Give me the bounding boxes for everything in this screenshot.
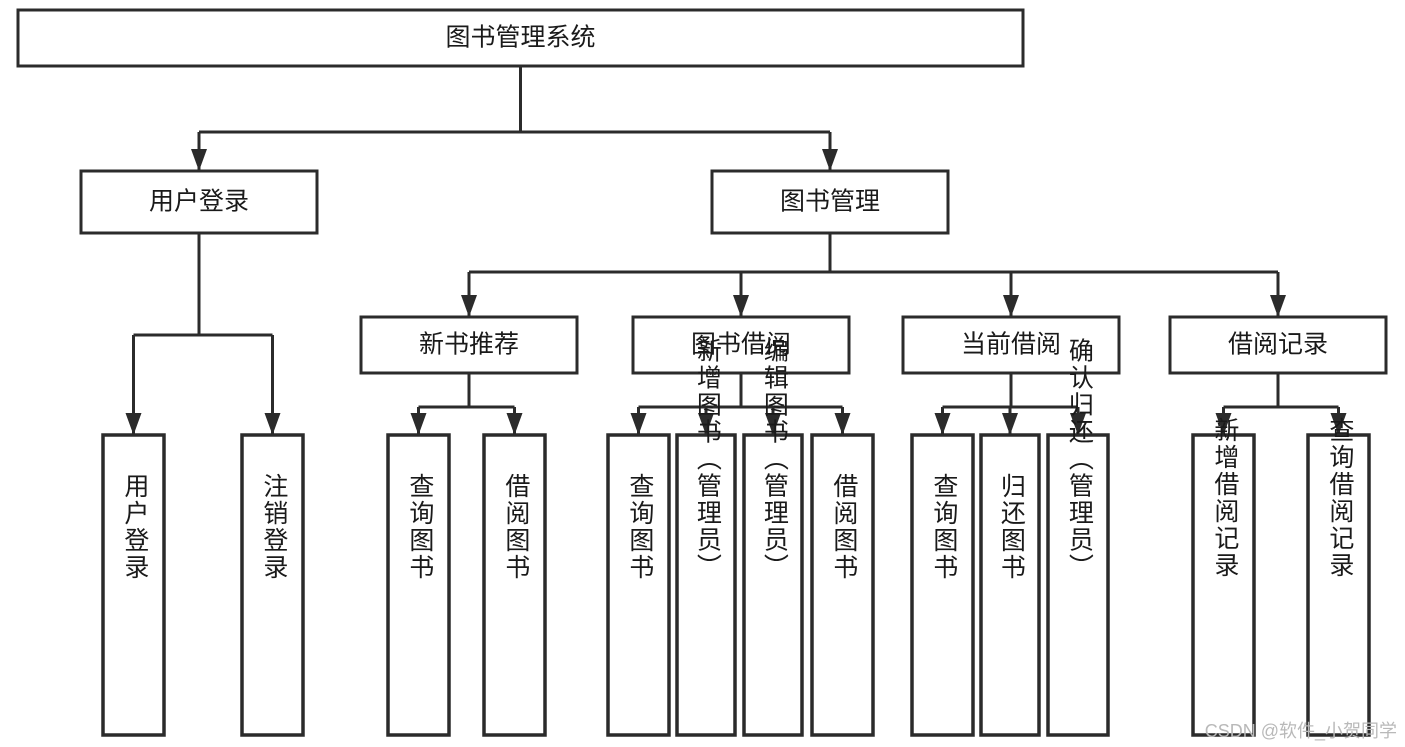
node-box [359, 315, 579, 375]
node-leaf-add-record[interactable]: 新增借阅记录 [1191, 417, 1256, 737]
node-leaf-query-book-3[interactable]: 查询图书 [910, 433, 975, 737]
node-current-borrow[interactable]: 当前借阅 [901, 315, 1121, 375]
arrow-head-icon [698, 413, 714, 435]
arrow-head-icon [1002, 413, 1018, 435]
arrow-head-icon [264, 413, 281, 435]
node-book-manage[interactable]: 图书管理 [710, 169, 950, 235]
arrow-head-icon [410, 413, 427, 435]
arrow-head-icon [1270, 295, 1286, 317]
node-label: 查询图书 [930, 473, 959, 581]
node-box [810, 433, 875, 737]
node-label: 图书管理 [780, 188, 880, 216]
arrow-head-icon [191, 149, 207, 171]
arrow-head-icon [1215, 413, 1232, 435]
node-box [101, 433, 166, 737]
node-label: 图书借阅 [691, 331, 791, 359]
node-box [79, 169, 319, 235]
arrow-head-icon [1070, 413, 1086, 435]
node-leaf-query-book-2[interactable]: 查询图书 [606, 433, 671, 737]
node-leaf-edit-book[interactable]: 编辑图书（管理员） [742, 338, 804, 737]
node-new-book-rec[interactable]: 新书推荐 [359, 315, 579, 375]
node-leaf-confirm-return[interactable]: 确认归还（管理员） [1046, 338, 1110, 737]
arrow-head-icon [461, 295, 477, 317]
arrow-head-icon [506, 413, 523, 435]
node-label: 当前借阅 [961, 331, 1061, 359]
node-leaf-logout[interactable]: 注销登录 [240, 433, 305, 737]
arrow-head-icon [934, 413, 951, 435]
node-box [482, 433, 547, 737]
node-label: 查询图书 [406, 473, 435, 581]
node-label: 确认归还（管理员） [1065, 338, 1094, 581]
node-user-login[interactable]: 用户登录 [79, 169, 319, 235]
node-label: 新增借阅记录 [1211, 417, 1240, 579]
node-label: 借阅图书 [502, 473, 531, 581]
node-box [240, 433, 305, 737]
node-box [1306, 433, 1371, 737]
node-label: 图书管理系统 [445, 24, 595, 52]
node-box [1168, 315, 1388, 375]
node-box [742, 433, 804, 737]
node-leaf-user-login[interactable]: 用户登录 [101, 433, 166, 737]
node-label: 用户登录 [121, 473, 150, 581]
node-box [631, 315, 851, 375]
node-book-borrow[interactable]: 图书借阅 [631, 315, 851, 375]
node-root[interactable]: 图书管理系统 [16, 8, 1025, 68]
node-borrow-record[interactable]: 借阅记录 [1168, 315, 1388, 375]
arrow-head-icon [1003, 295, 1019, 317]
node-label: 编辑图书（管理员） [760, 338, 789, 581]
node-layer: 图书管理系统用户登录图书管理新书推荐图书借阅当前借阅借阅记录用户登录注销登录查询… [16, 8, 1388, 737]
node-box [606, 433, 671, 737]
node-leaf-borrow-book-1[interactable]: 借阅图书 [482, 433, 547, 737]
node-box [386, 433, 451, 737]
node-box [1191, 433, 1256, 737]
node-label: 用户登录 [149, 188, 249, 216]
node-box [16, 8, 1025, 68]
node-label: 查询借阅记录 [1326, 417, 1355, 579]
node-box [710, 169, 950, 235]
connector-layer [125, 66, 1347, 435]
arrow-head-icon [125, 413, 142, 435]
arrow-head-icon [630, 413, 647, 435]
arrow-head-icon [834, 413, 851, 435]
node-box [910, 433, 975, 737]
arrow-head-icon [765, 413, 781, 435]
arrow-head-icon [733, 295, 749, 317]
node-leaf-query-record[interactable]: 查询借阅记录 [1306, 417, 1371, 737]
node-box [901, 315, 1121, 375]
node-box [979, 433, 1041, 737]
node-label: 查询图书 [626, 473, 655, 581]
node-leaf-return-book[interactable]: 归还图书 [979, 433, 1041, 737]
node-label: 新书推荐 [419, 331, 519, 359]
node-label: 借阅图书 [830, 473, 859, 581]
node-label: 借阅记录 [1228, 331, 1328, 359]
node-box [1046, 433, 1110, 737]
node-label: 新增图书（管理员） [693, 338, 722, 581]
node-label: 归还图书 [997, 473, 1026, 581]
node-leaf-borrow-book-2[interactable]: 借阅图书 [810, 433, 875, 737]
node-box [675, 433, 737, 737]
arrow-head-icon [1330, 413, 1347, 435]
arrow-head-icon [822, 149, 838, 171]
node-label: 注销登录 [260, 473, 289, 581]
node-leaf-add-book[interactable]: 新增图书（管理员） [675, 338, 737, 737]
node-leaf-query-book-1[interactable]: 查询图书 [386, 433, 451, 737]
